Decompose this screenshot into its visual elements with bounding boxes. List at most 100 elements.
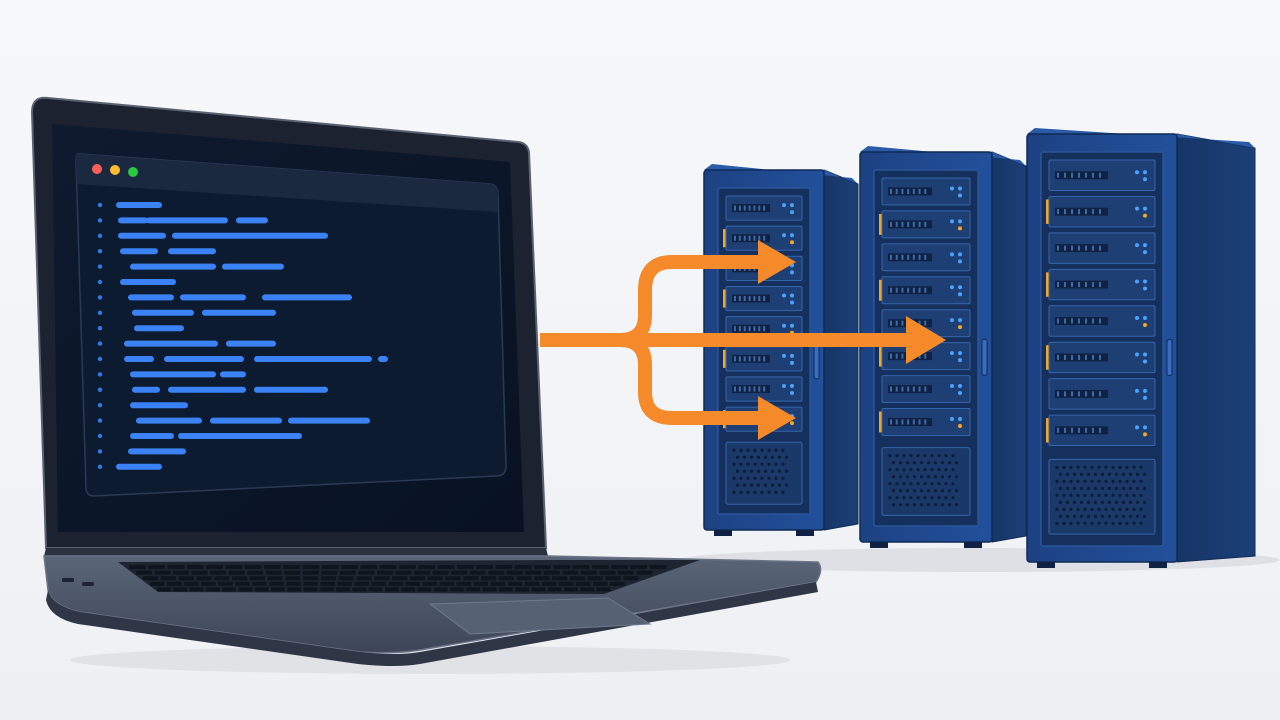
status-led-icon (950, 252, 954, 257)
vent-slot (895, 188, 898, 194)
keyboard-key (399, 565, 416, 569)
grille-hole (1111, 521, 1115, 525)
keyboard-key (531, 587, 546, 592)
line-number-dot (97, 249, 103, 254)
grille-hole (1139, 479, 1143, 483)
grille-hole (954, 461, 959, 465)
grille-hole (916, 482, 920, 486)
keyboard-key (136, 570, 153, 575)
status-led-icon (958, 318, 962, 323)
keyboard-key (437, 565, 455, 569)
code-line (288, 417, 370, 424)
status-led-icon (782, 384, 786, 389)
keyboard-key (427, 576, 443, 581)
keyboard-key (252, 581, 267, 586)
grille-hole (742, 483, 747, 487)
grille-hole (735, 455, 740, 459)
status-led-icon (1143, 395, 1147, 400)
grille-hole (1104, 507, 1108, 511)
grille-hole (1111, 465, 1115, 469)
grille-hole (774, 490, 778, 494)
status-led-icon (958, 226, 962, 231)
grille-hole (888, 468, 892, 472)
grille-hole (1125, 479, 1129, 483)
vent-slot (1071, 282, 1073, 288)
status-led-icon (1135, 170, 1139, 175)
status-led-icon (950, 351, 954, 356)
code-line (120, 248, 158, 255)
keyboard-key (189, 587, 204, 592)
grille-hole (1093, 514, 1098, 518)
keyboard-key (553, 565, 571, 569)
grille-hole (1069, 521, 1073, 525)
keyboard-key (592, 581, 608, 586)
grille-hole (1086, 472, 1091, 476)
vent-slot (895, 287, 898, 293)
vent-slot (753, 235, 756, 241)
vent-slot (753, 386, 756, 392)
grille-hole (746, 490, 750, 494)
grille-hole (1118, 507, 1122, 511)
keyboard-key (157, 587, 171, 592)
vent-slot (924, 320, 927, 326)
grille-hole (1132, 465, 1136, 469)
keyboard-key (320, 576, 337, 581)
line-number-dot (97, 433, 103, 439)
vent-slot (1078, 354, 1080, 360)
keyboard-key (249, 576, 265, 581)
drive-vent (888, 286, 932, 295)
grille-hole (732, 448, 736, 452)
grille-hole (1090, 507, 1094, 511)
status-led-icon (958, 219, 962, 224)
grille-hole (1104, 465, 1108, 469)
grille-hole (951, 496, 955, 500)
grille-hole (1121, 500, 1126, 504)
keyboard-key (160, 576, 177, 581)
grille-hole (951, 454, 955, 458)
vent-slot (895, 419, 898, 425)
grille-hole (1055, 507, 1059, 511)
drive-vent (888, 417, 932, 426)
grille-hole (1125, 521, 1129, 525)
status-led-icon (1143, 359, 1147, 364)
vent-slot (1085, 245, 1087, 251)
grille-hole (1128, 472, 1133, 476)
code-line (262, 294, 352, 301)
keyboard-key (184, 581, 199, 586)
drive-vent (888, 253, 932, 262)
grille-hole (923, 496, 927, 500)
keyboard-key (572, 565, 590, 569)
keyboard-key (630, 565, 648, 569)
grille-hole (1118, 479, 1122, 483)
vent-slot (1064, 172, 1066, 178)
status-led-icon (950, 318, 954, 323)
vent-slot (924, 221, 927, 227)
grille-hole (909, 454, 913, 458)
keyboard-key (148, 565, 166, 569)
vent-slot (1071, 427, 1073, 433)
vent-slot (738, 326, 741, 332)
grille-hole (912, 489, 917, 493)
grille-hole (1093, 486, 1098, 490)
usb-port-icon (82, 582, 94, 586)
keyboard-key (201, 581, 216, 586)
deployment-arrows (540, 240, 946, 440)
grille-hole (1072, 472, 1077, 476)
status-led-icon (958, 285, 962, 290)
vent-slot (1085, 282, 1087, 288)
vent-slot (907, 221, 910, 227)
keyboard-key (303, 581, 318, 586)
keyboard-key (143, 576, 159, 581)
vent-slot (763, 326, 766, 332)
grille-hole (1097, 521, 1101, 525)
status-led-icon (958, 186, 962, 191)
grille-hole (735, 469, 740, 473)
grille-hole (888, 454, 892, 458)
vent-slot (901, 188, 904, 194)
grille-hole (1111, 507, 1115, 511)
grille-hole (784, 483, 789, 487)
status-led-icon (790, 203, 794, 208)
vent-slot (748, 356, 751, 362)
code-line (164, 356, 244, 362)
grille-hole (739, 476, 743, 480)
